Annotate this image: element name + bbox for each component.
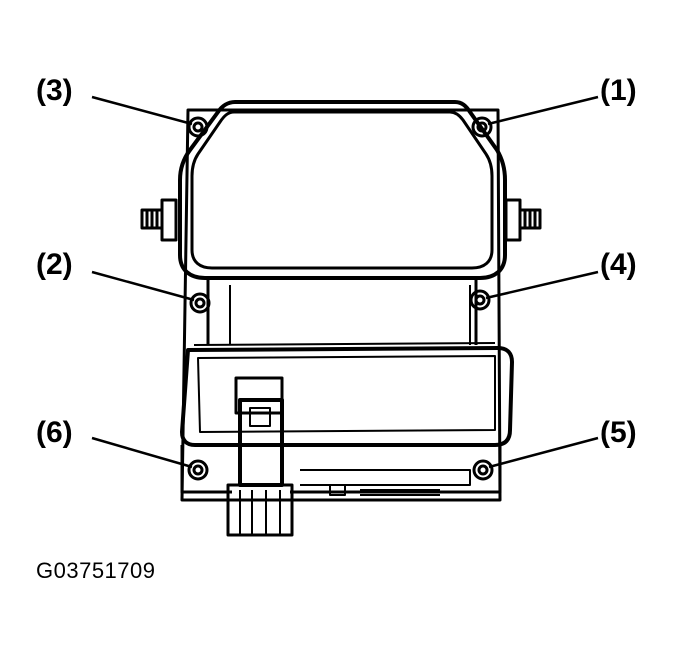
leader-line-5 — [488, 436, 599, 469]
leader-line-3 — [91, 95, 193, 126]
top-cover-inner — [190, 110, 494, 270]
bolt-icon — [472, 459, 494, 481]
middle-housing — [206, 278, 478, 345]
callout-6: (6) — [36, 416, 73, 449]
mounting-bracket — [180, 108, 502, 502]
bolt-icon — [189, 292, 211, 314]
figure-code: G03751709 — [36, 558, 156, 583]
bolt-icon — [471, 116, 493, 138]
bottom-plate — [180, 445, 502, 494]
bolt-icon — [187, 116, 209, 138]
bolt-icon — [187, 459, 209, 481]
callout-1: (1) — [600, 74, 637, 107]
bolt-icon — [469, 289, 491, 311]
callout-3: (3) — [36, 74, 73, 107]
leader-line-4 — [485, 270, 599, 300]
connector-icon — [226, 376, 294, 537]
left-stud — [140, 198, 178, 242]
lower-housing — [180, 346, 514, 447]
callout-4: (4) — [600, 248, 637, 281]
leader-line-1 — [487, 95, 599, 126]
callout-5: (5) — [600, 416, 637, 449]
leader-line-6 — [91, 436, 193, 469]
right-stud — [504, 198, 542, 242]
callout-2: (2) — [36, 248, 73, 281]
top-cover — [178, 100, 507, 280]
leader-line-2 — [91, 270, 195, 302]
